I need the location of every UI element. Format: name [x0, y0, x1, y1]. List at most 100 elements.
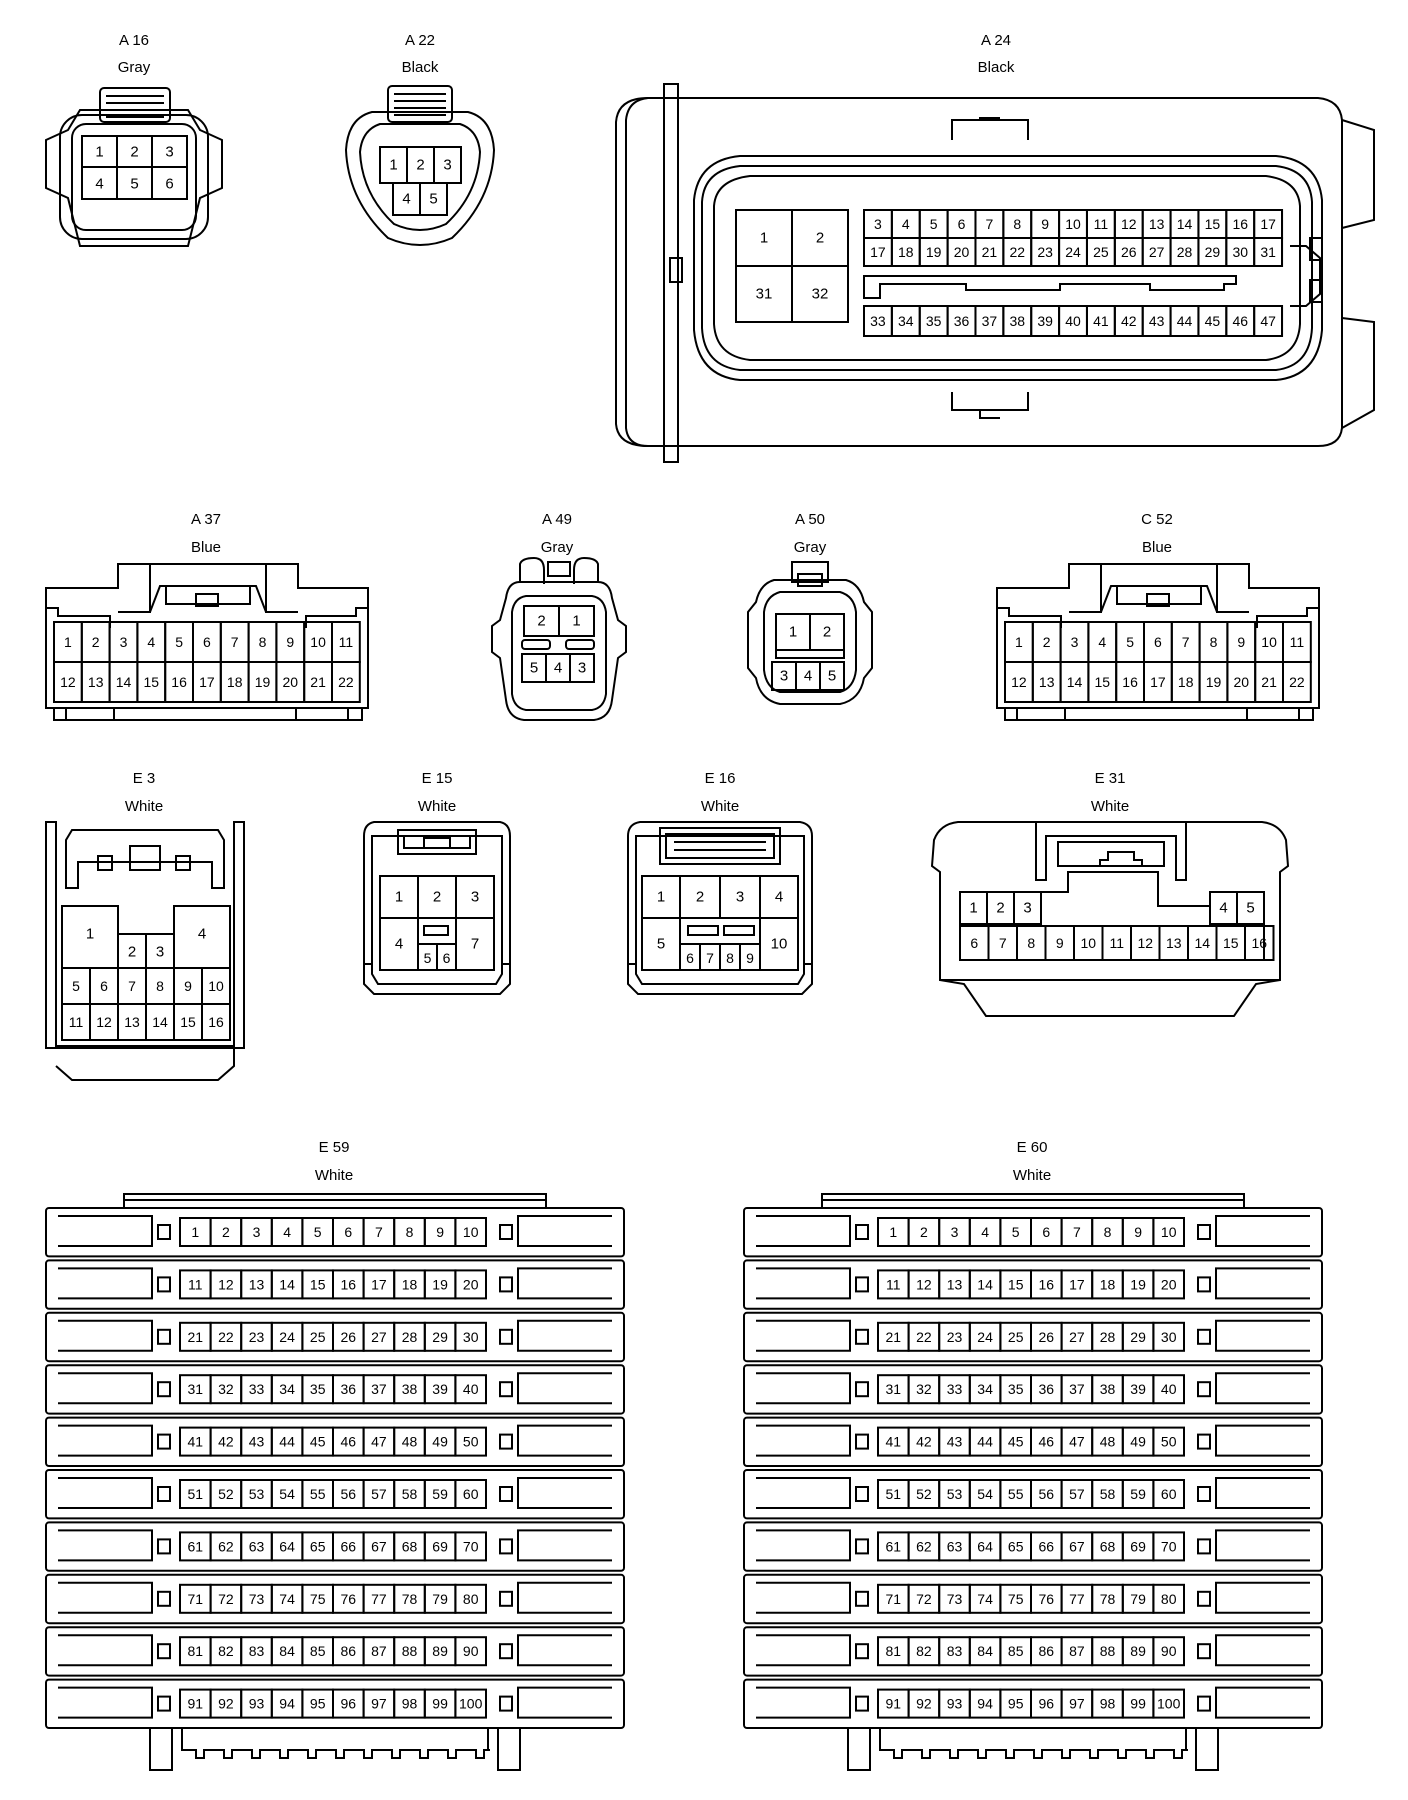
pin-number: 71	[188, 1591, 204, 1607]
pin-number: 20	[463, 1276, 479, 1292]
pin-number: 6	[958, 216, 966, 232]
pin-number: 15	[1008, 1276, 1024, 1292]
pin-number: 62	[218, 1538, 234, 1554]
svg-text:1: 1	[789, 624, 797, 641]
svg-text:3: 3	[156, 944, 164, 961]
svg-text:7: 7	[471, 936, 479, 953]
pin	[1152, 1269, 1186, 1300]
pin	[454, 1426, 487, 1457]
pin-number: 18	[898, 244, 914, 260]
svg-text:3: 3	[736, 889, 744, 906]
pin-number: 33	[249, 1381, 265, 1397]
pin-number: 61	[886, 1538, 902, 1554]
pin-number: 48	[402, 1434, 418, 1450]
connector-C52-name: C 52	[1141, 511, 1173, 528]
pin-number: 17	[1150, 674, 1166, 690]
svg-text:4: 4	[554, 660, 562, 677]
pin-number: 92	[916, 1696, 932, 1712]
pin-number: 47	[1069, 1434, 1085, 1450]
pin-number: 10	[1261, 634, 1277, 650]
pin-number: 15	[310, 1276, 326, 1292]
pin-number: 40	[463, 1381, 479, 1397]
pin-number: 52	[916, 1486, 932, 1502]
pin-number: 81	[188, 1643, 204, 1659]
pin-number: 22	[338, 674, 354, 690]
pin-number: 29	[1205, 244, 1221, 260]
pin-number: 21	[886, 1329, 902, 1345]
pin-number: 40	[1161, 1381, 1177, 1397]
pin-number: 14	[1067, 674, 1083, 690]
pin-number: 12	[1011, 674, 1027, 690]
svg-text:2: 2	[128, 944, 136, 961]
pin-number: 34	[977, 1381, 993, 1397]
pin-number: 76	[341, 1591, 357, 1607]
pin-number: 2	[222, 1224, 230, 1240]
pin-number: 5	[175, 634, 183, 650]
connector-A49-color: Gray	[541, 539, 574, 556]
svg-text:4: 4	[1219, 900, 1227, 917]
connector-A49-pins: 2 1 5 4 3	[521, 605, 595, 683]
pin-number: 23	[1037, 244, 1053, 260]
pin-number: 11	[1094, 216, 1109, 232]
connector-A24-color: Black	[978, 59, 1015, 76]
pin-number: 43	[947, 1434, 963, 1450]
pin-number: 85	[310, 1643, 326, 1659]
pin-number: 11	[886, 1276, 901, 1292]
svg-text:1: 1	[572, 613, 580, 630]
pin-number: 11	[1109, 935, 1124, 951]
pin-number: 25	[1008, 1329, 1024, 1345]
pin	[454, 1374, 487, 1405]
pin-number: 10	[1080, 935, 1096, 951]
pin-number: 72	[218, 1591, 234, 1607]
pin-number: 5	[72, 978, 80, 994]
svg-text:4: 4	[95, 176, 103, 193]
pin-number: 85	[1008, 1643, 1024, 1659]
pin-number: 6	[1154, 634, 1162, 650]
pin-number: 19	[926, 244, 942, 260]
svg-text:2: 2	[696, 889, 704, 906]
pin-number: 74	[279, 1591, 295, 1607]
pin-number: 3	[120, 634, 128, 650]
pin-number: 6	[970, 935, 978, 951]
pin-number: 3	[253, 1224, 261, 1240]
pin-number: 15	[1205, 216, 1221, 232]
pin-number: 11	[1290, 634, 1305, 650]
pin-number: 16	[1039, 1276, 1055, 1292]
connector-A16-pins: 1 2 3 4 5 6	[81, 135, 188, 200]
pin-number: 6	[203, 634, 211, 650]
pin-number: 89	[1130, 1643, 1146, 1659]
pin-number: 9	[436, 1224, 444, 1240]
pin-number: 59	[1130, 1486, 1146, 1502]
svg-text:2: 2	[416, 157, 424, 174]
pin-number: 9	[1056, 935, 1064, 951]
pin-number: 26	[1121, 244, 1137, 260]
pin-number: 68	[402, 1538, 418, 1554]
pin-number: 47	[371, 1434, 387, 1450]
pin-number: 51	[188, 1486, 204, 1502]
pin-number: 16	[1232, 216, 1248, 232]
pin-number: 78	[1100, 1591, 1116, 1607]
pin-number: 79	[432, 1591, 448, 1607]
pin-number: 75	[1008, 1591, 1024, 1607]
pin-number: 17	[1069, 1276, 1085, 1292]
pin	[454, 1321, 487, 1352]
svg-text:1: 1	[86, 926, 94, 943]
svg-text:31: 31	[756, 286, 773, 303]
pin-number: 24	[1065, 244, 1081, 260]
pin-number: 100	[459, 1696, 483, 1712]
pin-number: 30	[1161, 1329, 1177, 1345]
pin-number: 13	[1149, 216, 1165, 232]
connector-A22-color: Black	[402, 59, 439, 76]
pin-number: 19	[1206, 674, 1222, 690]
pin-number: 84	[279, 1643, 295, 1659]
pin	[1152, 1321, 1186, 1352]
connector-A22-pins: 1 2 3 4 5	[379, 146, 462, 216]
